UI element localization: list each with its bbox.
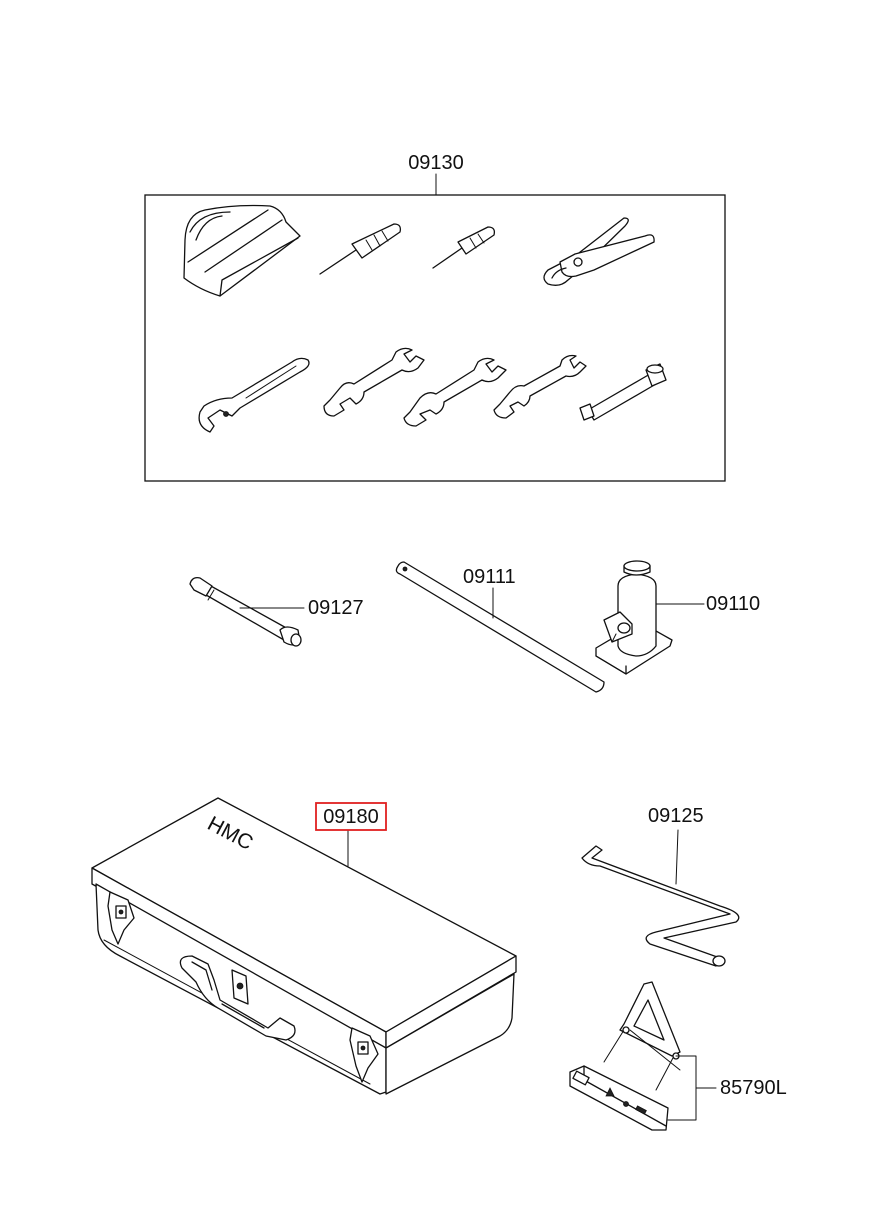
jack-handle-group[interactable]: 09111 (395, 561, 605, 693)
box-spanner-icon (579, 363, 667, 421)
label-09180[interactable]: 09180 (323, 806, 379, 828)
warning-triangle-group[interactable]: 85790L (569, 981, 787, 1131)
adjustable-wrench-icon (198, 357, 310, 433)
jack-crank-icon (581, 845, 740, 967)
label-09130[interactable]: 09130 (408, 152, 464, 174)
tool-pouch-icon (183, 204, 301, 297)
tool-case-icon: HMC (91, 797, 517, 1095)
tool-case-group[interactable]: HMC 09180 (91, 797, 517, 1095)
warning-triangle-icon (569, 981, 681, 1131)
label-09111[interactable]: 09111 (463, 566, 516, 588)
label-85790L[interactable]: 85790L (720, 1077, 787, 1099)
wheel-nut-wrench-icon (189, 576, 302, 647)
open-wrench-medium-icon (403, 357, 507, 427)
tool-kit-group[interactable]: 09130 (144, 152, 726, 482)
jack-group[interactable]: 09110 (595, 560, 760, 675)
open-wrench-small-icon (493, 354, 587, 419)
bracket-85790L (667, 1055, 697, 1121)
screwdriver-large-icon (319, 223, 402, 275)
screwdriver-small-icon (432, 226, 496, 269)
label-09125[interactable]: 09125 (648, 805, 704, 827)
pliers-icon (543, 217, 655, 286)
label-09110[interactable]: 09110 (706, 593, 760, 615)
highlight-box-09180 (315, 802, 387, 831)
label-09127[interactable]: 09127 (308, 597, 364, 619)
open-wrench-large-icon (323, 347, 425, 417)
bottle-jack-icon (595, 560, 673, 675)
tool-kit-frame (144, 194, 726, 482)
jack-handle-rod-icon (395, 561, 605, 693)
jack-crank-group[interactable]: 09125 (581, 805, 740, 967)
leader-09125 (675, 829, 679, 885)
wheel-nut-wrench-group[interactable]: 09127 (189, 576, 364, 647)
